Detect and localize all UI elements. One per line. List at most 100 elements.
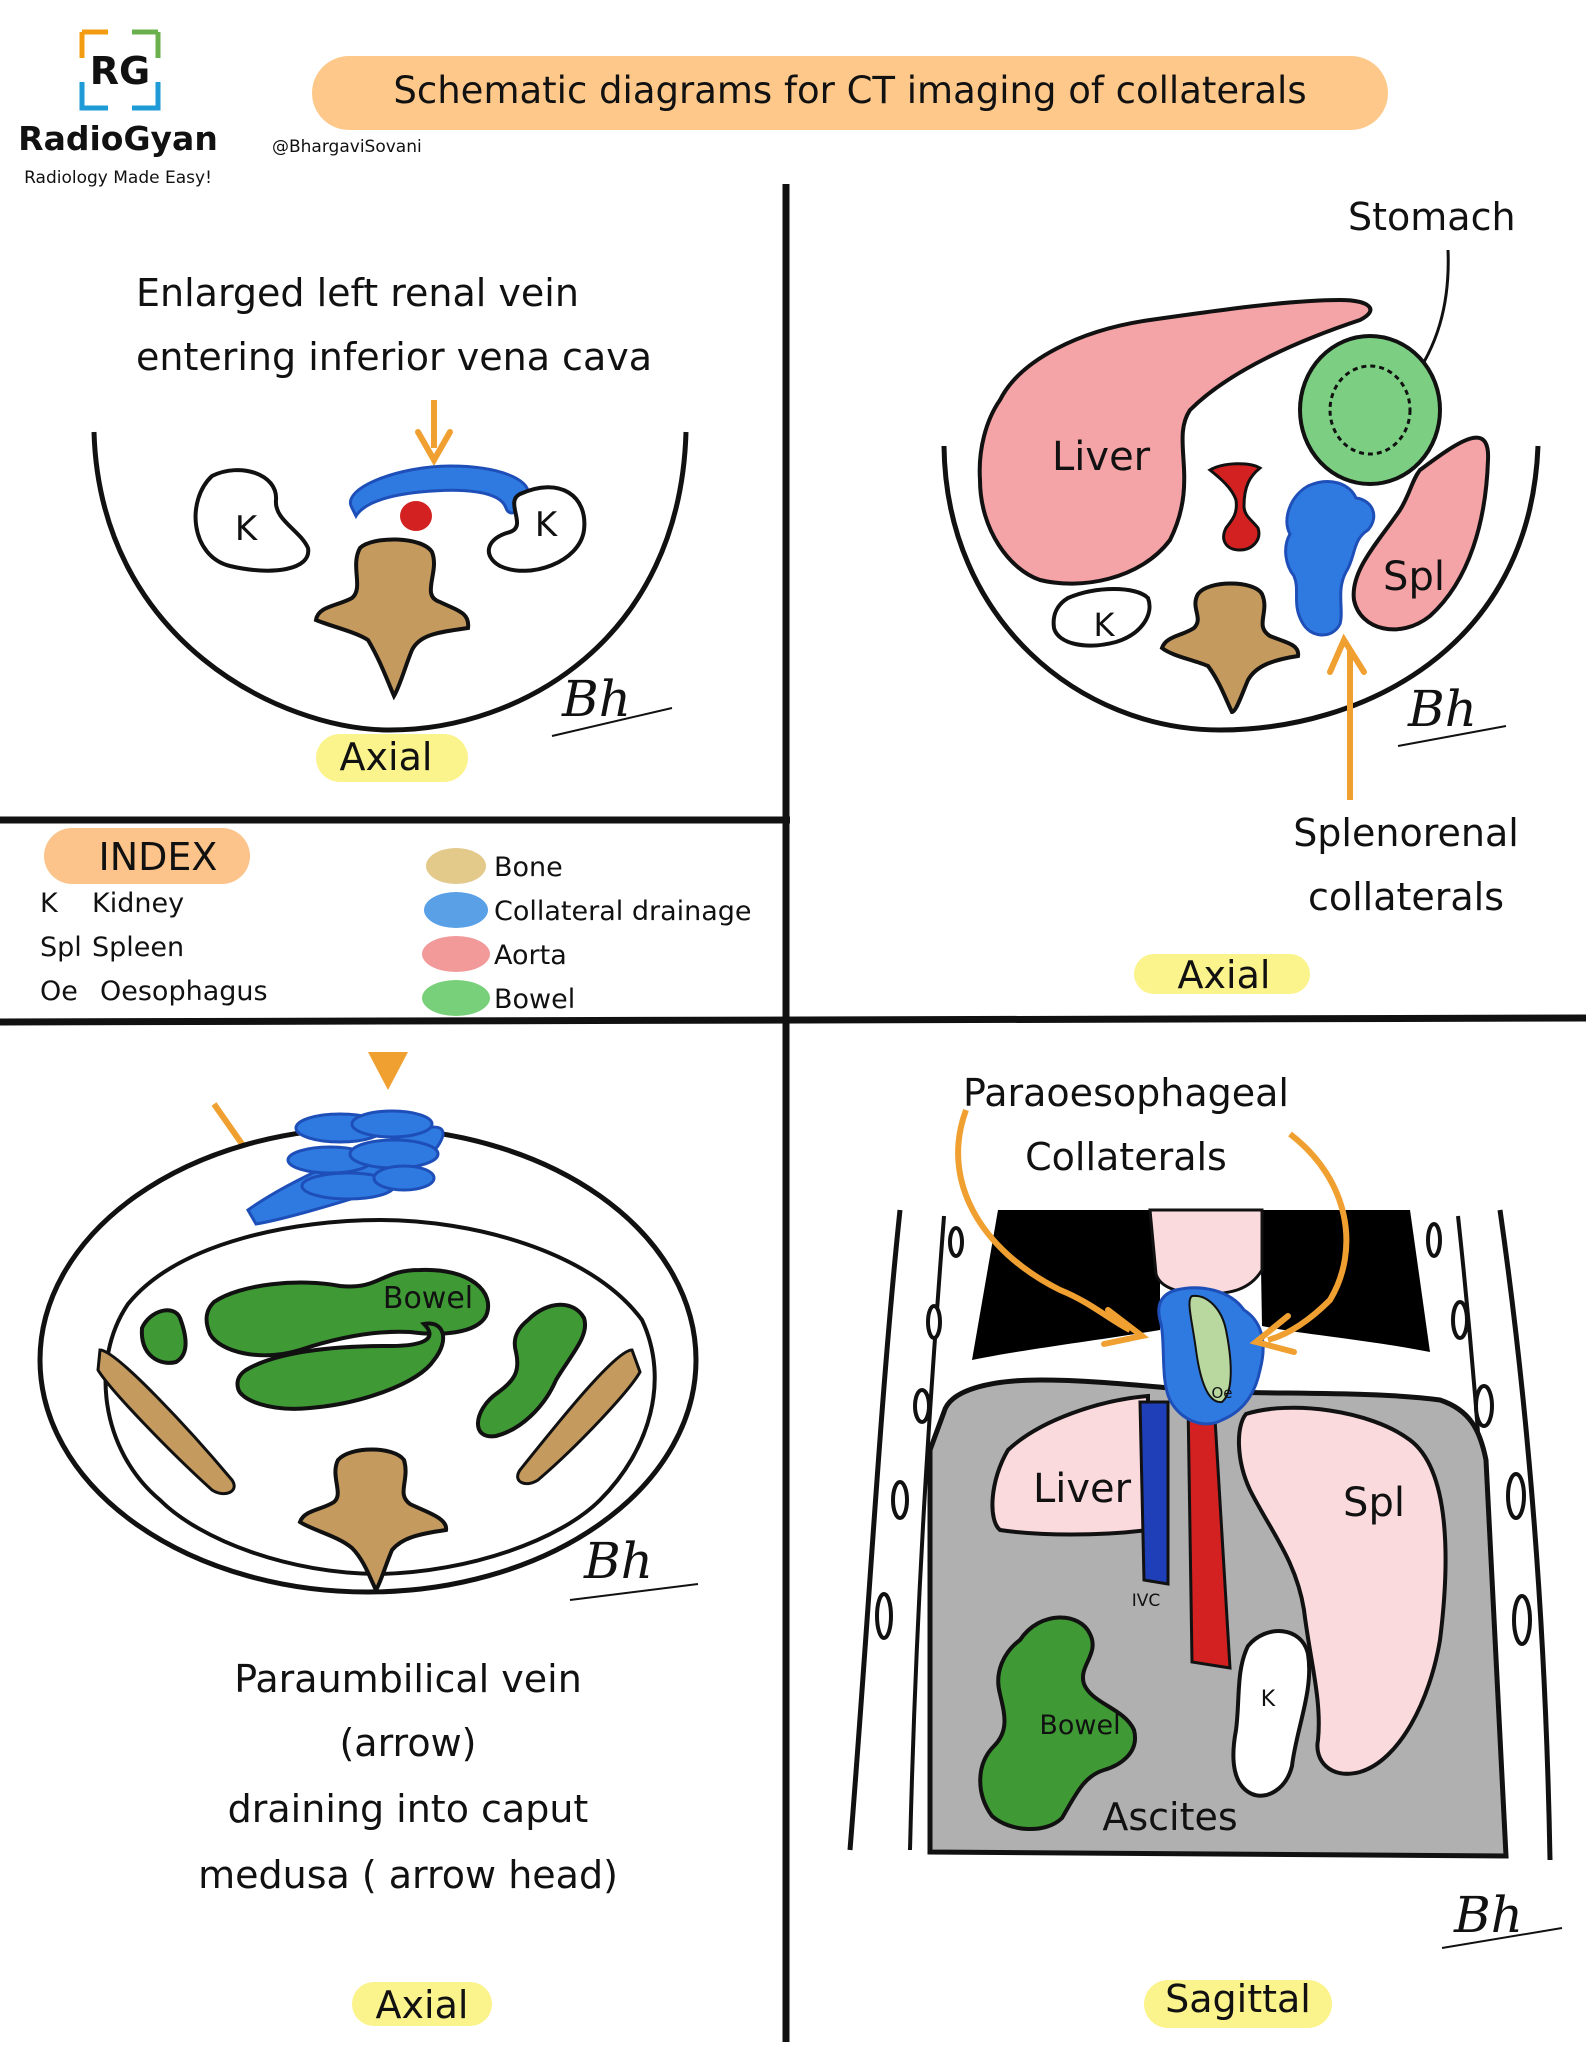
aorta: [400, 501, 432, 531]
kidney-shape-br: [1231, 1629, 1312, 1798]
rib-left: [875, 1592, 893, 1640]
rib-left: [948, 1226, 964, 1258]
iliac-bone-right: [516, 1348, 642, 1486]
kidney-left-label: K: [235, 509, 259, 549]
paraoesophageal-arrow-left-shaft: [955, 1108, 1132, 1333]
title-pill: [312, 56, 1388, 130]
oesophagus-label: Oe: [1211, 1384, 1232, 1402]
ivc-vessel: [1138, 1400, 1170, 1586]
rib-right: [1506, 1472, 1526, 1520]
stomach-lumen: [1328, 364, 1412, 456]
vertebra-tr: [1159, 581, 1301, 715]
logo-frame-blue-right: [132, 82, 161, 111]
panel-tr-caption-line1: Splenorenal: [1293, 811, 1519, 855]
legend-swatch-aorta: [422, 936, 490, 972]
legend-label-collateral: Collateral drainage: [494, 896, 752, 927]
liver-shape-br: [990, 1393, 1150, 1537]
panel-splenorenal: Stomach Liver Spl K Bh Splenorenal colla…: [941, 195, 1541, 997]
kidney-label-tr: K: [1094, 606, 1116, 644]
legend-label-aorta: Aorta: [494, 940, 567, 971]
stomach-shape: [1298, 334, 1442, 486]
arrow-head: [415, 429, 453, 467]
view-highlight-tr: [1134, 954, 1310, 994]
kidney-shape-tr: [1051, 587, 1152, 648]
logo-frame-orange: [79, 29, 108, 58]
arrowhead-marker: [368, 1052, 408, 1090]
panel-paraumbilical: Bowel Bh Paraumbilical vein (arrow) drai…: [37, 1052, 699, 2027]
panel-br-caption-line1: Paraoesophageal: [963, 1071, 1289, 1115]
chest-wall-left-inner: [908, 1215, 946, 1851]
bowel-label-br: Bowel: [1039, 1710, 1120, 1741]
bowel-loop-lower: [235, 1321, 445, 1411]
chest-wall-right-outer: [1497, 1209, 1553, 1861]
index-abbr-1: Spl: [40, 932, 82, 963]
panel-bl-caption-2: draining into caput: [228, 1787, 589, 1831]
index-meaning-0: Kidney: [92, 888, 184, 919]
index-meaning-2: Oesophagus: [100, 976, 268, 1007]
panel-tr-caption-line2: collaterals: [1308, 875, 1504, 919]
bowel-loop-right: [476, 1302, 588, 1439]
iliac-bone-left: [96, 1348, 236, 1496]
splenorenal-arrow-head: [1327, 633, 1367, 675]
bowel-loop-left: [139, 1308, 188, 1365]
paraoesophageal-arrow-right-head: [1249, 1313, 1297, 1355]
ivc-label: IVC: [1132, 1591, 1161, 1611]
signature-tr: Bh: [1407, 680, 1477, 738]
vertebra-bl: [297, 1447, 449, 1594]
left-renal-vein: [348, 464, 530, 520]
spleen-shape-br: [1237, 1405, 1448, 1776]
liver-shape-tr: [977, 297, 1373, 586]
view-label-tl: Axial: [340, 735, 433, 779]
legend-swatch-bowel: [422, 980, 490, 1016]
author-handle: @BhargaviSovani: [272, 137, 422, 157]
panel-dividers: [0, 184, 1586, 2042]
logo-frame-blue-left: [79, 82, 108, 111]
index-title: INDEX: [99, 835, 218, 879]
ribs: [875, 1222, 1532, 1646]
signature-underline-tr: [1397, 725, 1507, 747]
spleen-label-tr: Spl: [1383, 554, 1445, 600]
logo-tagline: Radiology Made Easy!: [24, 168, 212, 188]
vertebra: [313, 537, 471, 701]
index-meaning-1: Spleen: [92, 932, 184, 963]
caput-medusa: [286, 1109, 440, 1201]
legend-swatch-bone: [426, 848, 486, 884]
panel-bl-caption-3: medusa ( arrow head): [198, 1853, 618, 1897]
signature-bl: Bh: [583, 1532, 653, 1590]
liver-label-tr: Liver: [1052, 434, 1151, 480]
logo-mark: RG: [90, 49, 150, 93]
bowel-loop-upper: [204, 1267, 490, 1358]
rib-right: [1451, 1300, 1469, 1340]
panel-bl-caption-0: Paraumbilical vein: [234, 1657, 582, 1701]
kidney-label-br: K: [1261, 1687, 1276, 1712]
spleen-shape-tr: [1351, 435, 1491, 632]
liver-label-br: Liver: [1033, 1466, 1132, 1512]
view-label-br: Sagittal: [1165, 1977, 1311, 2021]
lung-right-dark: [1260, 1210, 1430, 1352]
heart-base: [1148, 1208, 1264, 1296]
paraoesophageal-arrow-right-shaft: [1267, 1131, 1350, 1343]
panel-tl-caption-line2: entering inferior vena cava: [136, 335, 652, 379]
middle-divider: [0, 1014, 1586, 1026]
page-title: Schematic diagrams for CT imaging of col…: [393, 69, 1306, 112]
panel-left-renal-vein: Enlarged left renal vein entering inferi…: [91, 271, 689, 782]
paraoesophageal-arrow-left-head: [1101, 1307, 1150, 1347]
index-abbr-2: Oe: [40, 976, 78, 1007]
chest-wall-left-outer: [847, 1209, 903, 1851]
signature-underline-br: [1441, 1927, 1563, 1949]
view-highlight-tl: [316, 734, 468, 782]
logo: RG RadioGyan Radiology Made Easy!: [18, 29, 218, 188]
panel-tl-caption-line1: Enlarged left renal vein: [136, 271, 579, 315]
body-outline: [91, 431, 689, 733]
rib-left: [913, 1388, 931, 1424]
caput-medusa-loop: [350, 1109, 434, 1139]
panel-paraoesophageal: Paraoesophageal Collaterals Liver Spl IV…: [847, 1071, 1563, 2028]
signature-tl: Bh: [561, 670, 631, 728]
bowel-shape-br: [978, 1615, 1137, 1831]
caput-medusa-loop: [372, 1164, 436, 1192]
logo-frame-green: [132, 29, 161, 58]
kidney-left-shape: [193, 468, 311, 573]
rib-right: [1426, 1222, 1442, 1258]
bowel-label-bl: Bowel: [383, 1281, 473, 1316]
rib-right: [1512, 1594, 1532, 1646]
